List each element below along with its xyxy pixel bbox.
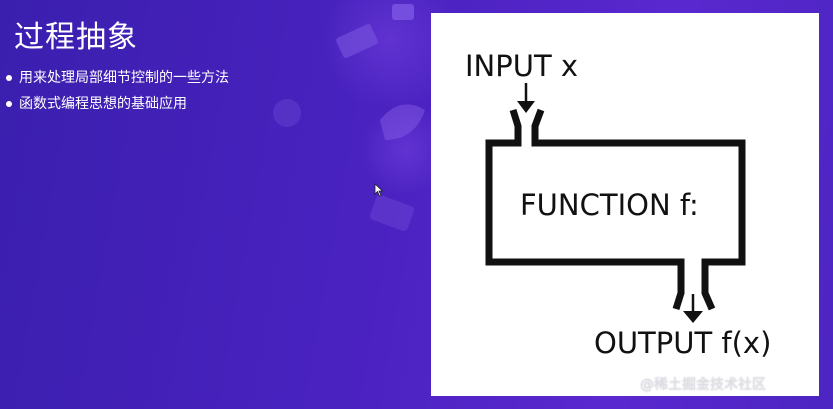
bullet-text: 用来处理局部细节控制的一些方法 (19, 70, 229, 86)
bullet-icon (6, 75, 12, 81)
bullet-item: 函数式编程思想的基础应用 (6, 94, 229, 120)
watermark: @稀土掘金技术社区 (640, 377, 766, 393)
bullet-item: 用来处理局部细节控制的一些方法 (6, 68, 229, 94)
function-label: FUNCTION f: (520, 188, 699, 222)
diagram-panel: INPUT x FUNCTION f: OUTPUT f(x) (431, 13, 819, 396)
output-arrow-head (683, 311, 703, 323)
output-label: OUTPUT f(x) (594, 326, 771, 360)
bullet-icon (6, 101, 12, 107)
input-arrow-head (517, 101, 535, 113)
bullet-list: 用来处理局部细节控制的一些方法 函数式编程思想的基础应用 (6, 68, 229, 120)
input-label: INPUT x (465, 49, 578, 83)
function-box (485, 108, 746, 311)
function-diagram: INPUT x FUNCTION f: OUTPUT f(x) (465, 49, 771, 360)
mouse-cursor-icon (374, 183, 384, 197)
bullet-text: 函数式编程思想的基础应用 (19, 96, 187, 112)
slide-title: 过程抽象 (14, 20, 138, 55)
